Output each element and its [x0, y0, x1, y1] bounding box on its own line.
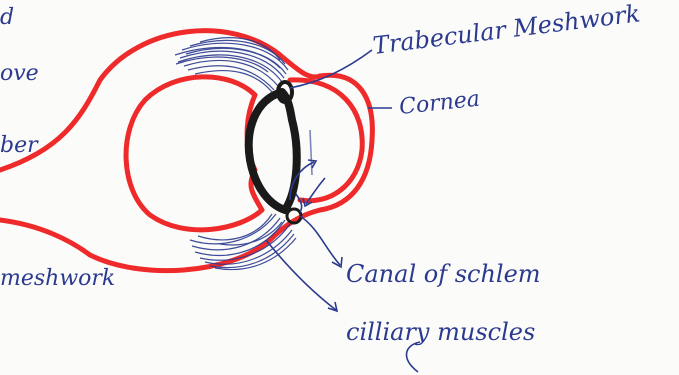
outer-eye-outline	[0, 31, 372, 271]
fragment-ove: ove	[0, 61, 39, 86]
fragment-d: d	[0, 5, 14, 30]
label-cilliary-muscles: cilliary muscles	[346, 318, 535, 346]
canal-leader	[300, 216, 340, 265]
label-canal-of-schlem: Canal of schlem	[346, 260, 541, 288]
bottom-stroke	[406, 342, 420, 372]
fragment-meshwork: meshwork	[0, 266, 115, 291]
label-cornea: Cornea	[398, 87, 481, 120]
label-trabecular-meshwork: Trabecular Meshwork	[371, 0, 641, 60]
ciliary-leader	[266, 240, 336, 310]
lens	[249, 92, 297, 210]
cornea-outline	[290, 80, 362, 201]
fragment-ber: ber	[0, 133, 39, 158]
inner-eye-outline	[126, 77, 262, 230]
